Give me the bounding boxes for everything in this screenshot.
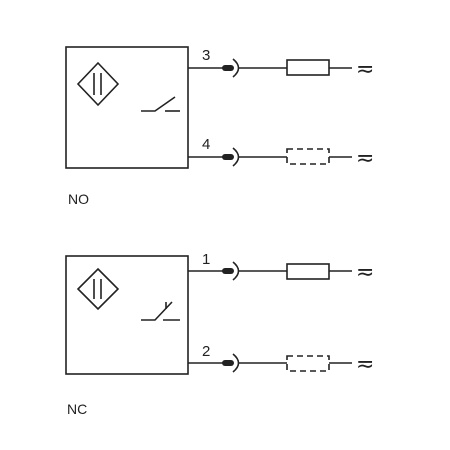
load-resistor-dashed-2 [286,355,330,372]
ac-supply-symbol-1: ≂ [356,260,374,285]
terminal-row-3: 3 ≂ [188,47,374,82]
ac-supply-symbol-2: ≂ [356,352,374,377]
load-resistor-dashed-4 [286,148,330,165]
sensor-body-no [65,46,189,169]
connector-socket-1 [232,261,240,281]
sensor-symbol-icon [76,267,120,311]
pin-label-1: 1 [202,251,210,268]
pin-label-2: 2 [202,343,210,360]
connector-socket-2 [232,353,240,373]
terminal-row-2: 2 ≂ [188,343,374,377]
pin-label-3: 3 [202,47,210,64]
connector-socket-3 [232,58,240,78]
caption-nc: NC [67,401,88,417]
pin-label-4: 4 [202,136,210,153]
terminal-row-4: 4 ≂ [188,136,374,171]
ac-supply-symbol-4: ≂ [356,146,374,171]
no-sensor-diagram: 3 ≂ 4 ≂ [65,46,374,171]
no-contact-icon [141,96,180,112]
connector-socket-4 [232,147,240,167]
sensor-symbol-icon [76,61,120,107]
sensor-body-nc [65,255,189,375]
connector-pin-4 [222,154,234,160]
terminal-row-1: 1 ≂ [188,251,374,285]
connector-pin-3 [222,65,234,71]
ac-supply-symbol-3: ≂ [356,57,374,82]
caption-no: NO [68,191,89,207]
load-resistor-3 [286,59,330,76]
nc-contact-icon [141,301,180,321]
load-resistor-1 [286,263,330,280]
connector-pin-1 [222,268,234,274]
nc-sensor-diagram: 1 ≂ 2 ≂ [65,251,374,377]
connector-pin-2 [222,360,234,366]
